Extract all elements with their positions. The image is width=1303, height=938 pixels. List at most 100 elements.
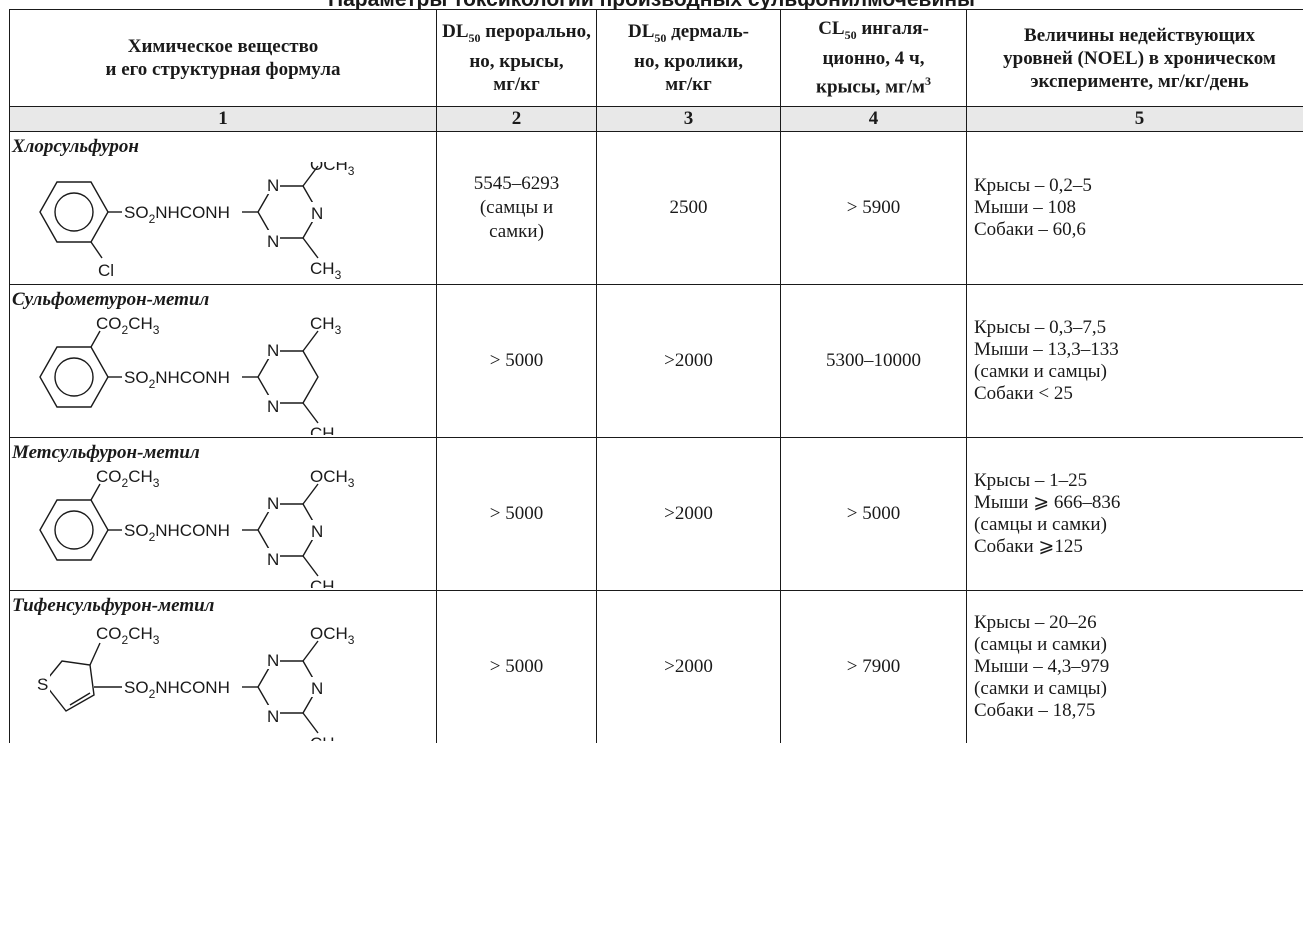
linker-text: SO2NHCONH (124, 203, 230, 226)
pyrimidine-n1: N (267, 341, 279, 360)
noel-line: Мыши – 4,3–979 (974, 656, 1110, 677)
triazine-n3: N (267, 232, 279, 251)
noel-line: Собаки ⩾125 (974, 536, 1083, 557)
header-dermal-sub: 50 (654, 30, 667, 45)
header-row: Химическое вещество и его структурная фо… (9, 9, 1303, 107)
noel-line: Собаки < 25 (974, 383, 1073, 404)
table-row: Сульфометурон-метил CO2CH3 SO2NHCONH N N… (9, 284, 1303, 438)
column-number-row: 1 2 3 4 5 (9, 106, 1303, 132)
benzene-ring (39, 346, 109, 408)
substance-name: Сульфометурон-метил (12, 289, 210, 310)
inhal-cell: 5300–10000 (780, 284, 967, 438)
oral-note: самки) (489, 221, 544, 242)
column-number: 3 (596, 106, 781, 132)
header-dermal: DL50 дермаль- но, кролики, мг/кг (596, 9, 781, 107)
benzene-inner-circle (54, 357, 94, 397)
benzene-ring (39, 499, 109, 561)
pyrimidine-bottom-sub: CH3 (310, 424, 342, 435)
substance-cell: Тифенсульфурон-метил S CO2CH3 SO2NHCONH … (9, 590, 437, 743)
structural-formula: SO2NHCONH Cl N N N OCH3 CH3 (39, 162, 355, 282)
header-noel-line1: Величины недействующих (1024, 24, 1255, 46)
triazine-n1: N (267, 494, 279, 513)
structural-formula: S CO2CH3 SO2NHCONH N N N OCH3 CH3 (36, 624, 355, 741)
noel-line: (самки и самцы) (974, 361, 1107, 382)
header-oral-line3: мг/кг (493, 73, 540, 95)
toxicology-table: Химическое вещество и его структурная фо… (9, 9, 1303, 743)
header-inhal-prefix: CL (818, 18, 845, 40)
noel-cell: Крысы – 1–25 Мыши ⩾ 666–836 (самцы и сам… (966, 437, 1303, 591)
noel-line: Крысы – 1–25 (974, 470, 1088, 491)
thiophene-ring (43, 660, 95, 712)
noel-line: (самцы и самки) (974, 514, 1107, 535)
triazine-n2: N (311, 679, 323, 698)
inhal-cell: > 7900 (780, 590, 967, 743)
header-inhal-sub: 50 (844, 28, 857, 43)
triazine-n3: N (267, 550, 279, 569)
header-dermal-prefix: DL (628, 21, 655, 43)
benzene-inner-circle (54, 192, 94, 232)
triazine-bottom-sub: CH3 (310, 734, 342, 741)
triazine-n1: N (267, 176, 279, 195)
header-noel-line3: эксперименте, мг/кг/день (1030, 70, 1249, 92)
table-row: Тифенсульфурон-метил S CO2CH3 SO2NHCONH … (9, 590, 1303, 743)
header-substance-line1: Химическое вещество (127, 36, 319, 57)
header-substance: Химическое вещество и его структурная фо… (9, 9, 437, 107)
triazine-n2: N (311, 522, 323, 541)
benzene-ring (39, 181, 109, 243)
triazine-n1: N (267, 651, 279, 670)
header-oral-sub: 50 (468, 30, 481, 45)
noel-line: Крысы – 0,2–5 (974, 175, 1092, 196)
column-number: 5 (966, 106, 1303, 132)
dermal-cell: 2500 (596, 131, 781, 285)
table-title: Параметры токсикологии производных сульф… (0, 0, 1303, 9)
oral-cell: > 5000 (436, 437, 597, 591)
header-noel: Величины недействующих уровней (NOEL) в … (966, 9, 1303, 107)
dermal-cell: >2000 (596, 437, 781, 591)
dermal-cell: >2000 (596, 590, 781, 743)
substance-name: Метсульфурон-метил (12, 442, 200, 463)
column-number: 4 (780, 106, 967, 132)
header-dermal-line2: но, кролики, (634, 50, 743, 72)
linker-text: SO2NHCONH (124, 678, 230, 701)
noel-line: Мыши – 13,3–133 (974, 339, 1119, 360)
header-inhal-line3: крысы, мг/м (816, 76, 925, 98)
substance-name: Тифенсульфурон-метил (12, 595, 215, 616)
oral-cell: > 5000 (436, 284, 597, 438)
table-row: Метсульфурон-метил CO2CH3 SO2NHCONH N N … (9, 437, 1303, 591)
noel-line: (самцы и самки) (974, 634, 1107, 655)
ester-substituent: CO2CH3 (96, 315, 160, 337)
header-dermal-rest: дермаль- (666, 21, 749, 43)
linker-text: SO2NHCONH (124, 368, 230, 391)
thiophene-sulfur: S (37, 675, 48, 694)
noel-cell: Крысы – 0,3–7,5 Мыши – 13,3–133 (самки и… (966, 284, 1303, 438)
header-dermal-line3: мг/кг (665, 73, 712, 95)
inhal-cell: > 5000 (780, 437, 967, 591)
benzene-inner-circle (54, 510, 94, 550)
noel-line: Собаки – 60,6 (974, 219, 1086, 240)
substance-cell: Метсульфурон-метил CO2CH3 SO2NHCONH N N … (9, 437, 437, 591)
header-oral-prefix: DL (442, 21, 469, 43)
header-noel-line2: уровней (NOEL) в хроническом (1003, 47, 1276, 69)
oral-cell: 5545–6293 (самцы и самки) (436, 131, 597, 285)
noel-line: Крысы – 20–26 (974, 612, 1097, 633)
ring-substituent: Cl (98, 261, 114, 280)
header-oral-line2: но, крысы, (469, 50, 564, 72)
noel-line: Собаки – 18,75 (974, 700, 1096, 721)
triazine-bottom-sub: CH3 (310, 259, 342, 282)
header-inhal-sup: 3 (924, 74, 931, 89)
table-row: Хлорсульфурон SO2NHCONH Cl N N N OCH3 (9, 131, 1303, 285)
column-number: 1 (9, 106, 437, 132)
dermal-cell: >2000 (596, 284, 781, 438)
triazine-top-sub: OCH3 (310, 162, 355, 178)
ester-substituent: CO2CH3 (96, 624, 160, 647)
header-oral: DL50 пероральнo, но, крысы, мг/кг (436, 9, 597, 107)
header-oral-rest: пероральнo, (480, 21, 591, 43)
noel-line: Крысы – 0,3–7,5 (974, 317, 1107, 338)
column-number: 2 (436, 106, 597, 132)
header-inhal-line2: ционно, 4 ч, (822, 48, 925, 70)
triazine-top-sub: OCH3 (310, 468, 355, 490)
noel-line: (самки и самцы) (974, 678, 1107, 699)
noel-cell: Крысы – 0,2–5 Мыши – 108 Собаки – 60,6 (966, 131, 1303, 285)
pyrimidine-n2: N (267, 397, 279, 416)
ester-substituent: CO2CH3 (96, 468, 160, 490)
